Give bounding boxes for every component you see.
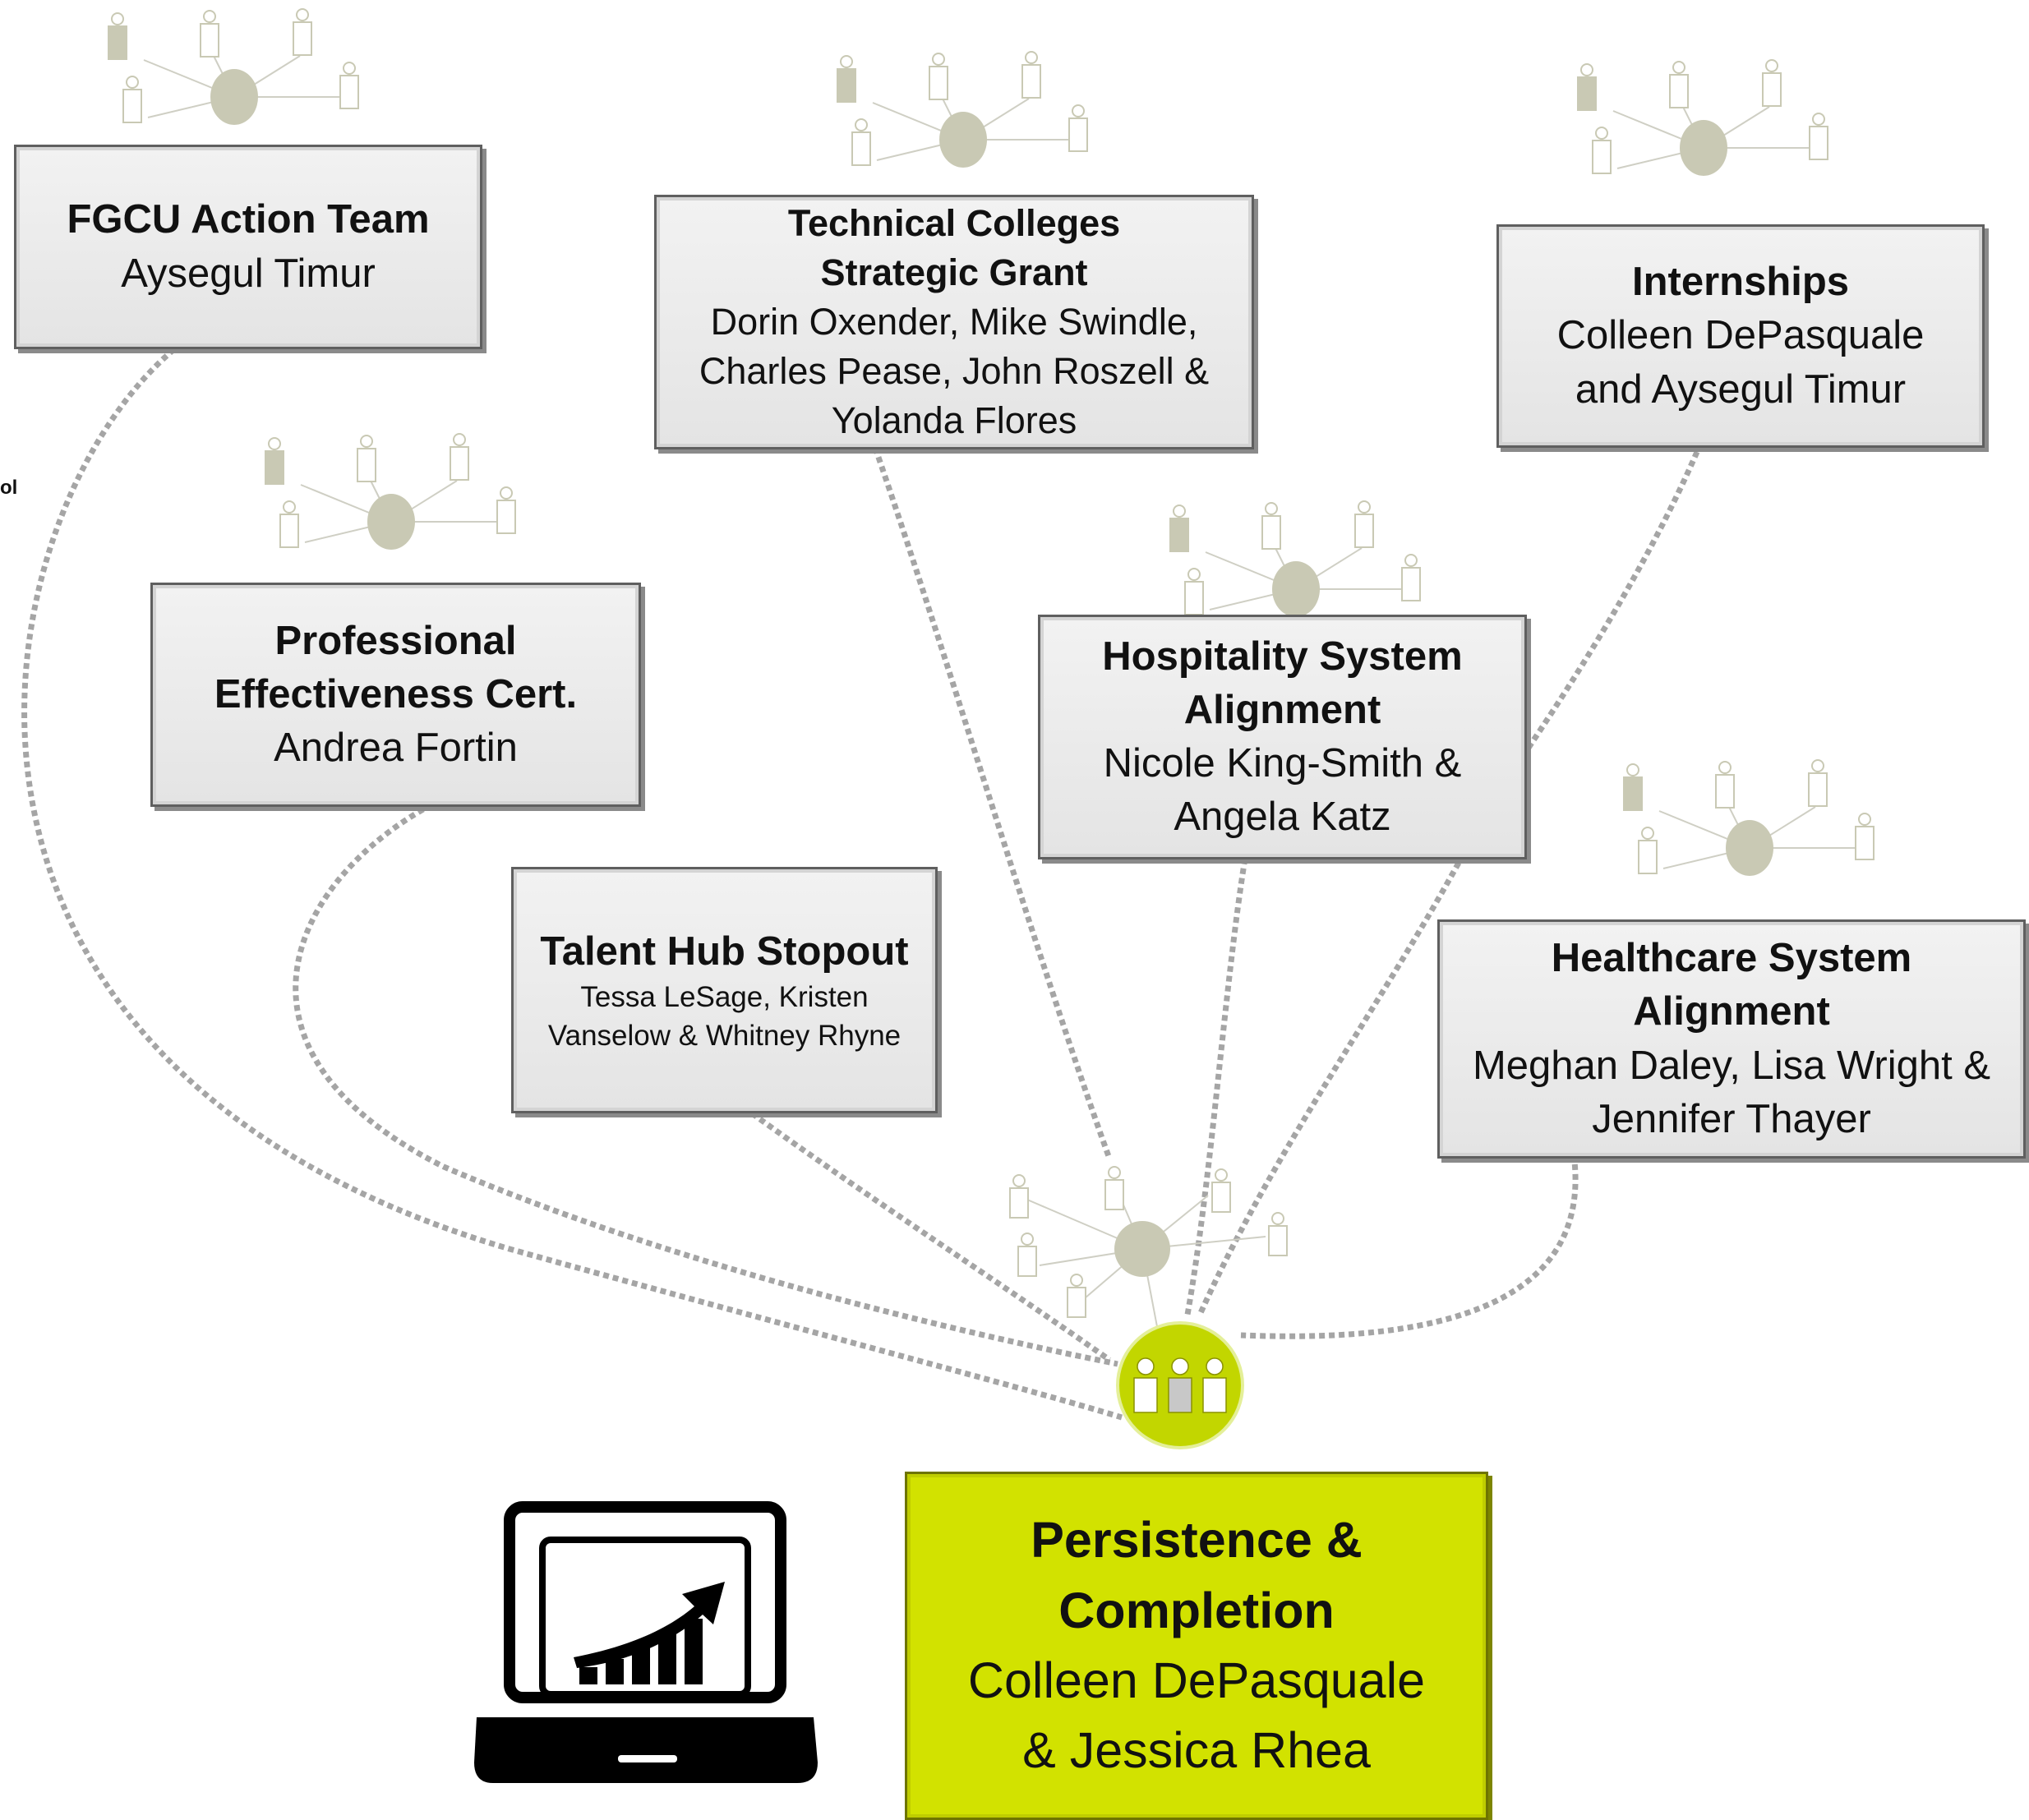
box-technical-colleges-strategic-grant[interactable]: Technical Colleges Strategic Grant Dorin… xyxy=(654,195,1254,449)
box-title: Professional Effectiveness Cert. xyxy=(214,618,578,716)
connector-internships xyxy=(1526,450,1700,749)
connector-talent xyxy=(749,1111,1112,1362)
box-title: Hospitality System Alignment xyxy=(1102,634,1463,732)
connector-hospitality xyxy=(1184,858,1248,1315)
box-persistence-completion[interactable]: Persistence & Completion Colleen DePasqu… xyxy=(905,1472,1488,1820)
box-title: Talent Hub Stopout xyxy=(540,928,909,974)
connectors xyxy=(21,347,1700,1421)
box-professional-effectiveness-cert[interactable]: Professional Effectiveness Cert. Andrea … xyxy=(150,583,641,807)
network-icon xyxy=(837,51,1088,168)
network-icon xyxy=(1009,1166,1288,1336)
connector-hospitality-right xyxy=(1197,861,1462,1316)
box-people: Tessa LeSage, Kristen Vanselow & Whitney… xyxy=(547,981,902,1052)
box-people: Meghan Daley, Lisa Wright & Jennifer Tha… xyxy=(1472,1043,1991,1141)
box-people: Colleen DePasquale & Jessica Rhea xyxy=(967,1652,1426,1779)
box-fgcu-action-team[interactable]: FGCU Action Team Aysegul Timur xyxy=(14,145,482,349)
box-people: Dorin Oxender, Mike Swindle, Charles Pea… xyxy=(699,301,1210,441)
box-hospitality-system-alignment[interactable]: Hospitality System Alignment Nicole King… xyxy=(1038,615,1527,859)
box-healthcare-system-alignment[interactable]: Healthcare System Alignment Meghan Daley… xyxy=(1437,919,2026,1159)
side-label: ol xyxy=(0,477,18,499)
box-people: Colleen DePasquale and Aysegul Timur xyxy=(1556,313,1925,412)
box-title: Internships xyxy=(1631,260,1850,305)
box-title: Persistence & Completion xyxy=(1031,1512,1363,1638)
box-title: FGCU Action Team xyxy=(67,197,430,242)
connector-healthcare xyxy=(1240,1154,1579,1339)
network-icon xyxy=(1623,759,1875,877)
box-title: Technical Colleges Strategic Grant xyxy=(787,202,1121,294)
box-people: Aysegul Timur xyxy=(121,251,376,296)
box-people: Andrea Fortin xyxy=(274,726,518,771)
laptop-growth-chart-icon xyxy=(474,1501,818,1783)
box-people: Nicole King-Smith & Angela Katz xyxy=(1103,741,1462,840)
network-icon xyxy=(108,8,359,126)
box-title: Healthcare System Alignment xyxy=(1551,936,1912,1034)
network-icon xyxy=(265,433,516,551)
connector-fgcu xyxy=(21,347,1123,1421)
connector-professional xyxy=(293,806,1118,1367)
network-icon xyxy=(1169,500,1421,618)
people-hub-icon xyxy=(1116,1321,1244,1449)
network-icon xyxy=(1577,59,1828,177)
box-talent-hub-stopout[interactable]: Talent Hub Stopout Tessa LeSage, Kristen… xyxy=(511,867,938,1113)
box-internships[interactable]: Internships Colleen DePasquale and Ayseg… xyxy=(1496,224,1985,448)
connector-technical xyxy=(872,446,1113,1160)
